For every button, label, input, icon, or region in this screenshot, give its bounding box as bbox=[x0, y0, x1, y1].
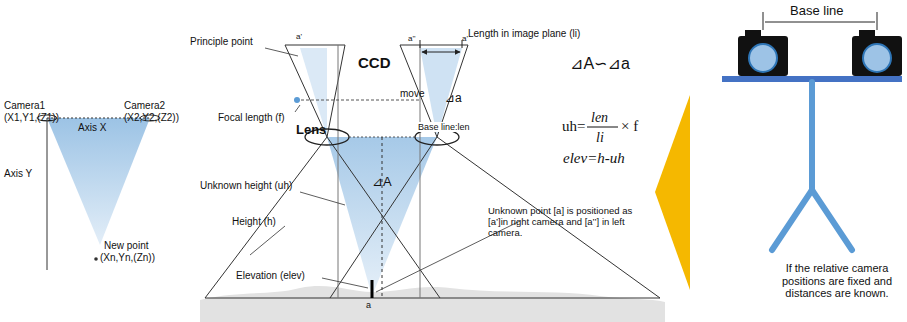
label: Base line:len bbox=[417, 122, 471, 132]
label: a' bbox=[296, 32, 302, 41]
label: Lens bbox=[296, 123, 326, 138]
label: len bbox=[591, 110, 608, 126]
label: Camera1 bbox=[4, 100, 45, 112]
label: li bbox=[596, 130, 604, 146]
label: Elevation (elev) bbox=[236, 270, 305, 282]
label: Unknown height (uh) bbox=[200, 180, 292, 192]
label: uh= bbox=[562, 118, 585, 135]
label: New point bbox=[104, 240, 148, 252]
label: Focal length (f) bbox=[218, 112, 285, 124]
label: × f bbox=[621, 118, 638, 135]
label: Length in image plane (li) bbox=[468, 28, 580, 40]
label: Base line bbox=[790, 4, 843, 19]
label: (X1,Y1,(Z1)) bbox=[4, 112, 59, 124]
label: a' bbox=[462, 34, 468, 43]
label: move bbox=[400, 88, 424, 100]
label: ⊿A bbox=[372, 175, 392, 190]
label: ⊿a bbox=[445, 92, 462, 106]
label: Unknown point [a] is positioned as [a’]i… bbox=[488, 206, 638, 239]
label: Camera2 bbox=[124, 100, 165, 112]
label: elev=h-uh bbox=[563, 150, 625, 167]
label: (X2,Y2,(Z2)) bbox=[124, 112, 179, 124]
label: Principle point bbox=[190, 36, 253, 48]
label: Height (h) bbox=[232, 216, 276, 228]
label: If the relative camera positions are fix… bbox=[771, 262, 903, 300]
label: ⊿A∽⊿a bbox=[570, 55, 630, 73]
label: a'' bbox=[408, 34, 416, 43]
label: Axis Y bbox=[4, 168, 32, 180]
label: Axis X bbox=[78, 122, 106, 134]
label: (Xn,Yn,(Zn)) bbox=[100, 252, 155, 264]
label: CCD bbox=[358, 54, 391, 71]
label: a bbox=[366, 300, 371, 310]
